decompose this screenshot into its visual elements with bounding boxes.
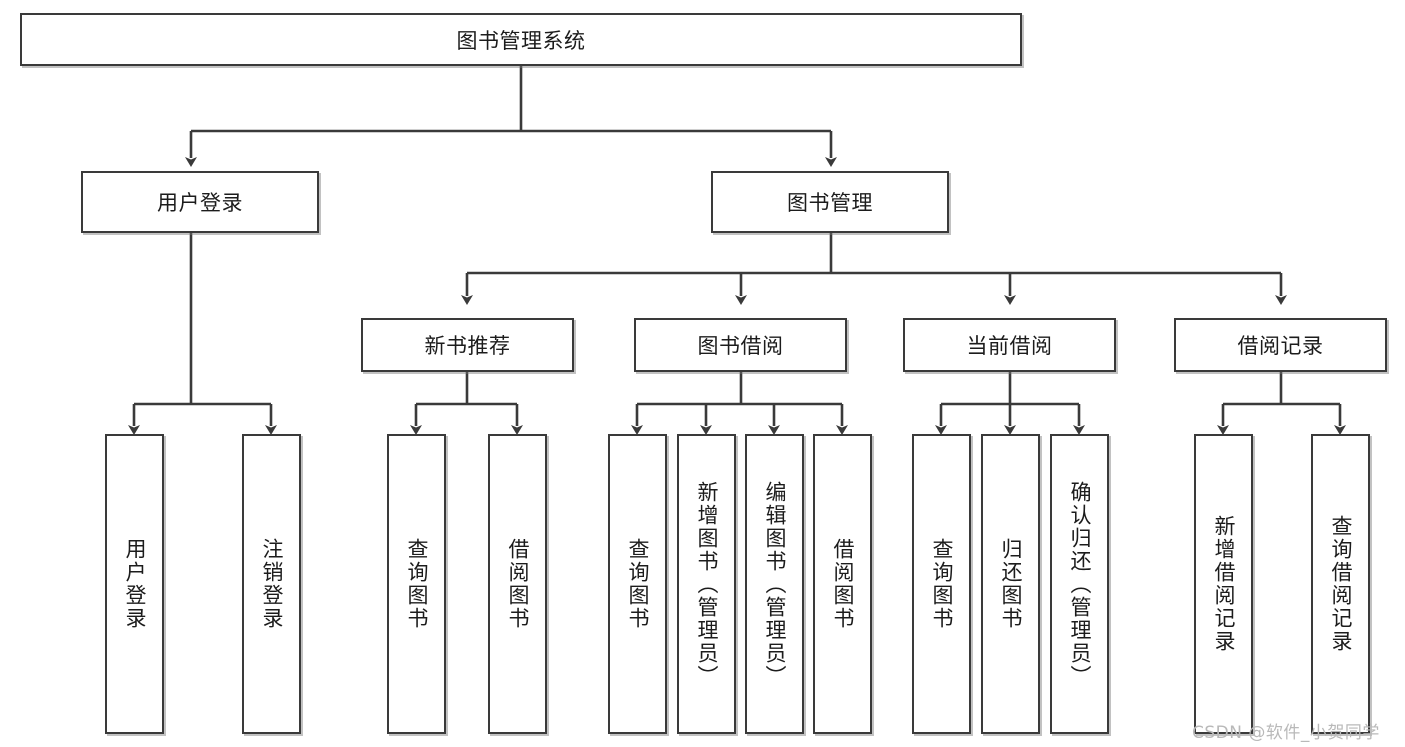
node-current-borrow[interactable]: 当前借阅	[903, 318, 1116, 372]
leaf-confirm-return-admin-label: 确认归还（管理员）	[1068, 480, 1092, 688]
leaf-query-book-current-label: 查询图书	[930, 538, 954, 630]
leaf-query-book-borrow[interactable]: 查询图书	[608, 434, 667, 734]
node-borrow-record[interactable]: 借阅记录	[1174, 318, 1387, 372]
node-book-borrow[interactable]: 图书借阅	[634, 318, 847, 372]
leaf-borrow-book-recommend[interactable]: 借阅图书	[488, 434, 547, 734]
leaf-edit-book-admin-label: 编辑图书（管理员）	[763, 480, 787, 688]
leaf-return-book-label: 归还图书	[999, 538, 1023, 630]
leaf-borrow-book-label: 借阅图书	[831, 538, 855, 630]
node-book-management[interactable]: 图书管理	[711, 171, 949, 233]
leaf-user-login-label: 用户登录	[123, 538, 147, 630]
node-new-book-recommend[interactable]: 新书推荐	[361, 318, 574, 372]
node-root[interactable]: 图书管理系统	[20, 13, 1022, 66]
node-current-borrow-label: 当前借阅	[966, 334, 1053, 358]
node-root-label: 图书管理系统	[456, 28, 586, 53]
leaf-add-borrow-record-label: 新增借阅记录	[1212, 515, 1236, 653]
node-new-book-recommend-label: 新书推荐	[424, 334, 511, 358]
leaf-query-borrow-record-label: 查询借阅记录	[1329, 515, 1353, 653]
leaf-add-borrow-record[interactable]: 新增借阅记录	[1194, 434, 1253, 734]
leaf-borrow-book-recommend-label: 借阅图书	[506, 538, 530, 630]
leaf-return-book[interactable]: 归还图书	[981, 434, 1040, 734]
watermark-text: CSDN @软件_小贺同学	[1192, 723, 1380, 743]
leaf-borrow-book[interactable]: 借阅图书	[813, 434, 872, 734]
node-borrow-record-label: 借阅记录	[1237, 334, 1324, 358]
leaf-logout-label: 注销登录	[260, 538, 284, 630]
node-book-borrow-label: 图书借阅	[697, 334, 784, 358]
leaf-logout[interactable]: 注销登录	[242, 434, 301, 734]
leaf-add-book-admin[interactable]: 新增图书（管理员）	[677, 434, 736, 734]
node-user-login[interactable]: 用户登录	[81, 171, 319, 233]
leaf-confirm-return-admin[interactable]: 确认归还（管理员）	[1050, 434, 1109, 734]
leaf-query-book-current[interactable]: 查询图书	[912, 434, 971, 734]
leaf-query-book-borrow-label: 查询图书	[626, 538, 650, 630]
leaf-add-book-admin-label: 新增图书（管理员）	[695, 480, 719, 688]
node-book-management-label: 图书管理	[787, 191, 873, 215]
node-user-login-label: 用户登录	[157, 191, 243, 215]
leaf-query-borrow-record[interactable]: 查询借阅记录	[1311, 434, 1370, 734]
leaf-user-login[interactable]: 用户登录	[105, 434, 164, 734]
leaf-query-book-recommend[interactable]: 查询图书	[387, 434, 446, 734]
leaf-edit-book-admin[interactable]: 编辑图书（管理员）	[745, 434, 804, 734]
leaf-query-book-recommend-label: 查询图书	[405, 538, 429, 630]
